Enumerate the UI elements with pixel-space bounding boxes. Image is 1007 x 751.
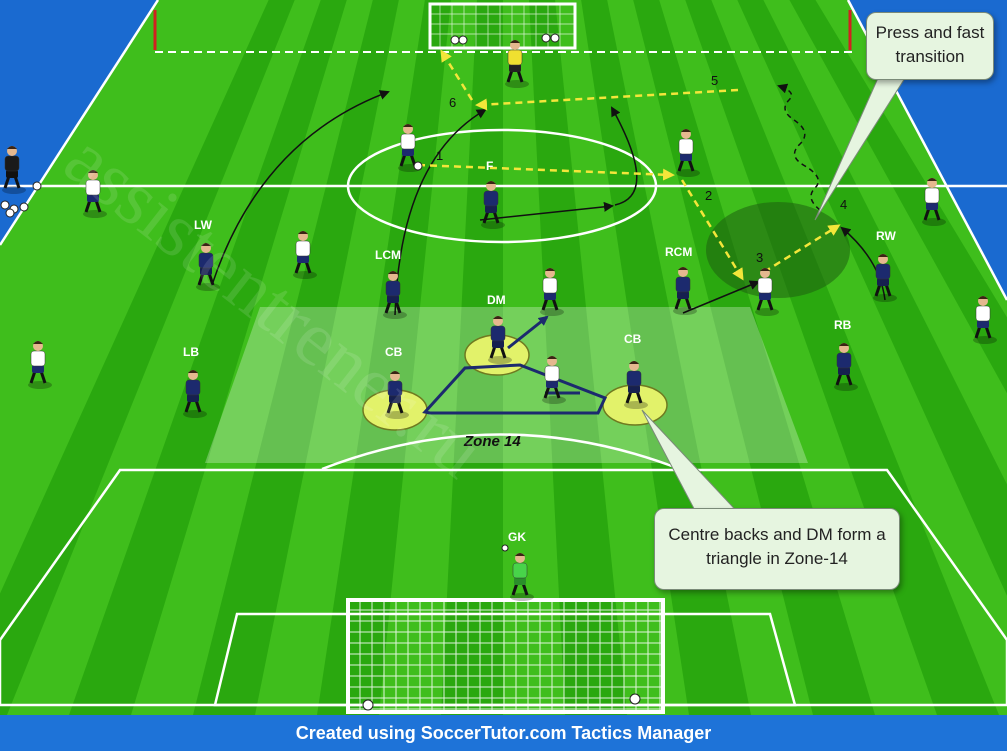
opponent-10 bbox=[973, 296, 997, 344]
step-4: 4 bbox=[840, 197, 847, 212]
player-cb-right bbox=[624, 361, 648, 409]
player-dm bbox=[488, 316, 512, 364]
label-lcm: LCM bbox=[375, 248, 401, 262]
zone-14-label: Zone 14 bbox=[463, 433, 521, 450]
opponent-8 bbox=[28, 341, 52, 389]
label-rb: RB bbox=[834, 318, 852, 332]
label-rw: RW bbox=[876, 229, 896, 243]
zone-14 bbox=[205, 307, 808, 463]
label-rcm: RCM bbox=[665, 245, 692, 259]
opponent-5 bbox=[542, 356, 566, 404]
label-gk: GK bbox=[508, 530, 526, 544]
centre-circle bbox=[346, 128, 658, 244]
pass-sequence bbox=[417, 49, 841, 281]
label-cb-right: CB bbox=[624, 332, 642, 346]
label-dm: DM bbox=[487, 293, 506, 307]
players bbox=[2, 40, 997, 601]
player-cb-left bbox=[385, 371, 409, 419]
goalkeeper bbox=[510, 553, 534, 601]
bottom-goal bbox=[346, 598, 665, 714]
label-lw: LW bbox=[194, 218, 213, 232]
step-1: 1 bbox=[436, 148, 443, 163]
step-6: 6 bbox=[449, 95, 456, 110]
callout-triangle: Centre backs and DM form a triangle in Z… bbox=[654, 508, 900, 590]
step-3: 3 bbox=[756, 250, 763, 265]
player-f bbox=[481, 181, 505, 229]
player-lb bbox=[183, 370, 207, 418]
opponent-goalkeeper bbox=[505, 40, 529, 88]
goal-area bbox=[213, 612, 797, 707]
opponent-6 bbox=[293, 231, 317, 279]
opponent-2 bbox=[676, 129, 700, 177]
label-cb-left: CB bbox=[385, 345, 403, 359]
player-rcm bbox=[673, 267, 697, 315]
label-lb: LB bbox=[183, 345, 199, 359]
coach bbox=[2, 146, 26, 194]
player-lw bbox=[196, 243, 220, 291]
footer-credit: Created using SoccerTutor.com Tactics Ma… bbox=[0, 715, 1007, 751]
label-f: F bbox=[486, 159, 493, 173]
opponent-7 bbox=[83, 170, 107, 218]
step-2: 2 bbox=[705, 188, 712, 203]
top-goal bbox=[428, 2, 577, 50]
step-5: 5 bbox=[711, 73, 718, 88]
player-lcm bbox=[383, 271, 407, 319]
player-rw bbox=[873, 254, 897, 302]
press-area bbox=[706, 202, 850, 298]
opponent-3 bbox=[755, 268, 779, 316]
opponent-9 bbox=[922, 178, 946, 226]
penalty-arc bbox=[321, 433, 681, 471]
player-rb bbox=[834, 343, 858, 391]
callout-press: Press and fast transition bbox=[866, 12, 994, 80]
ball-cluster bbox=[0, 33, 641, 711]
opponent-4 bbox=[540, 268, 564, 316]
dm-arrow bbox=[507, 315, 549, 350]
penalty-area bbox=[0, 468, 1007, 707]
triangle-lines bbox=[422, 363, 608, 415]
